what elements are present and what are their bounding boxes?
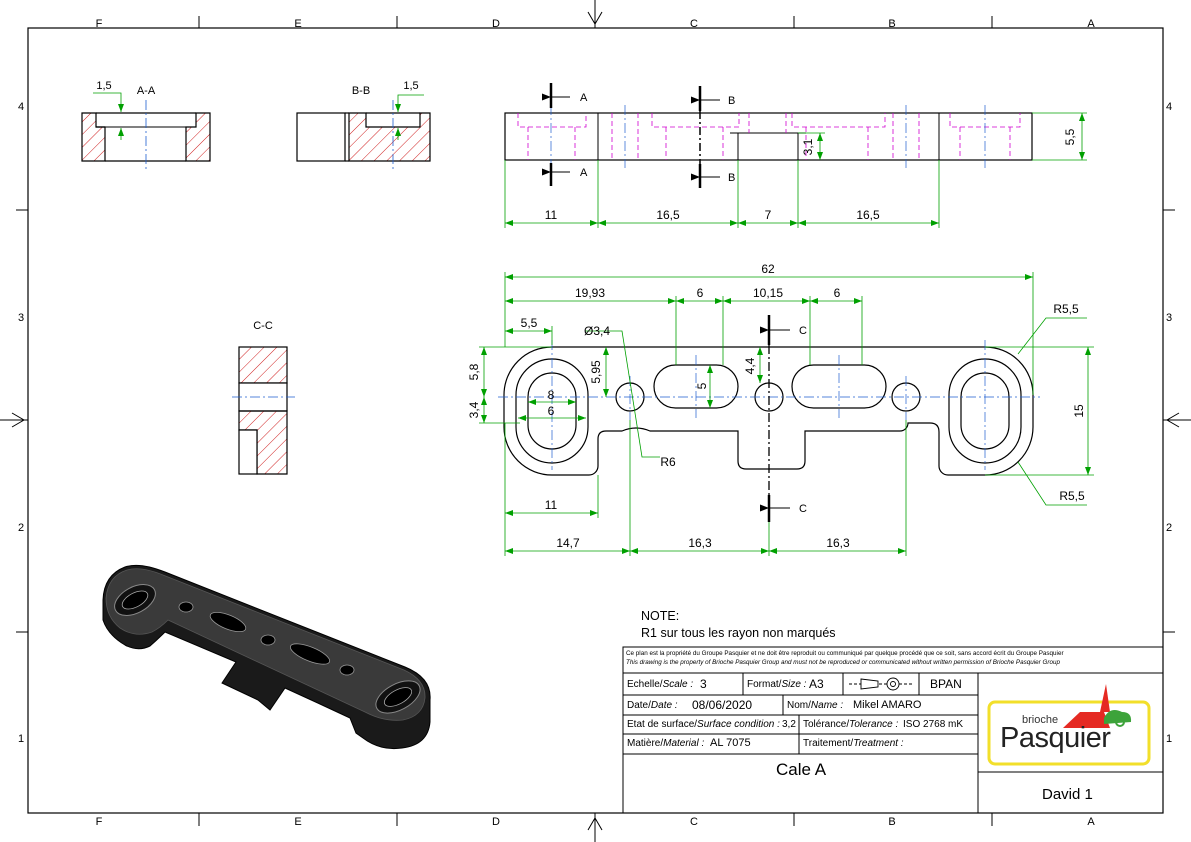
section-label-b-b: B-B	[352, 85, 370, 97]
logo-brioche-text: brioche	[1022, 714, 1059, 726]
col-label: D	[492, 18, 500, 30]
row-label: 4	[1166, 101, 1172, 113]
col-label: D	[492, 816, 500, 828]
dim-thickness: 5,5	[1063, 128, 1077, 145]
dim-r-bottom: R5,5	[1059, 489, 1085, 503]
dim-14-7: 14,7	[556, 536, 580, 550]
isometric-view	[102, 564, 431, 749]
section-view-c-c: C-C	[232, 320, 295, 475]
tolerance-value: ISO 2768 mK	[903, 719, 964, 730]
col-label: C	[690, 18, 698, 30]
material-label: Matière/Material :	[627, 738, 705, 749]
cut-label-b: B	[728, 172, 735, 184]
dim-6c: 6	[548, 404, 555, 418]
project-name: David 1	[1042, 786, 1093, 803]
cut-label-c: C	[799, 503, 807, 515]
drawing-code: BPAN	[930, 677, 962, 691]
note-title: NOTE:	[641, 609, 679, 623]
col-label: B	[888, 18, 895, 30]
dim-6a: 6	[697, 286, 704, 300]
scale-label: Echelle/Scale :	[627, 679, 694, 690]
logo-pasquier-text: Pasquier	[1000, 722, 1111, 754]
cut-label-a: A	[580, 92, 588, 104]
disclaimer-fr: Ce plan est la propriété du Groupe Pasqu…	[626, 650, 1064, 657]
dim-3-4: 3,4	[467, 401, 481, 418]
brioche-pasquier-logo	[987, 684, 1151, 766]
dim-5-95: 5,95	[589, 360, 603, 384]
aa-depth-dimension: 1,5	[96, 80, 111, 92]
row-label: 1	[1166, 733, 1172, 745]
note: NOTE: R1 sur tous les rayon non marqués	[641, 609, 836, 640]
dim-10-15: 10,15	[753, 286, 783, 300]
dim-pocket: 3,1	[801, 138, 815, 155]
section-label-c-c: C-C	[253, 320, 273, 332]
dim-15: 15	[1072, 404, 1086, 418]
date-label: Date/Date :	[627, 700, 678, 711]
row-label: 3	[18, 312, 24, 324]
bb-depth-dimension: 1,5	[403, 80, 418, 92]
cut-label-c: C	[799, 325, 807, 337]
title-block-frame	[622, 646, 1164, 814]
projection-symbol-icon	[849, 677, 914, 691]
cut-label-a: A	[580, 167, 588, 179]
name-label: Nom/Name :	[787, 700, 844, 711]
dim-5-5: 5,5	[521, 316, 538, 330]
surface-value: 3,2	[782, 719, 796, 730]
part-name: Cale A	[776, 760, 827, 779]
col-label: F	[96, 18, 103, 30]
dim-r-top: R5,5	[1053, 302, 1079, 316]
col-label: F	[96, 816, 103, 828]
disclaimer-en: This drawing is the property of Brioche …	[626, 659, 1061, 666]
name-value: Mikel AMARO	[853, 699, 922, 711]
section-view-b-b: B-B 1,5	[296, 80, 431, 170]
dim-16-3a: 16,3	[688, 536, 712, 550]
row-label: 2	[18, 522, 24, 534]
plan-view: C C	[467, 262, 1094, 556]
dim-top-x3: 7	[765, 208, 772, 222]
scale-value: 3	[700, 677, 707, 691]
col-label: A	[1087, 816, 1095, 828]
dim-r6: R6	[660, 455, 676, 469]
dim-16-3b: 16,3	[826, 536, 850, 550]
col-label: E	[294, 816, 301, 828]
cut-label-b: B	[728, 95, 735, 107]
col-label: B	[888, 816, 895, 828]
treatment-label: Traitement/Treatment :	[803, 738, 904, 749]
dim-overall-length: 62	[761, 262, 775, 276]
format-label: Format/Size :	[747, 679, 807, 690]
dim-hole-dia: Ø3,4	[584, 324, 610, 338]
dim-top-x2: 16,5	[656, 208, 680, 222]
col-label: E	[294, 18, 301, 30]
dim-6b: 6	[834, 286, 841, 300]
row-label: 3	[1166, 312, 1172, 324]
section-label-a-a: A-A	[137, 85, 156, 97]
tolerance-label: Tolérance/Tolerance :	[803, 719, 899, 730]
date-value: 08/06/2020	[692, 698, 753, 712]
dim-top-x4: 16,5	[856, 208, 880, 222]
dim-4-4: 4,4	[743, 357, 757, 374]
dim-19-93: 19,93	[575, 286, 605, 300]
dim-11: 11	[545, 498, 558, 512]
row-label: 4	[18, 101, 24, 113]
dim-top-x1: 11	[545, 208, 558, 222]
col-label: C	[690, 816, 698, 828]
dim-5: 5	[695, 382, 709, 389]
dim-8: 8	[548, 388, 555, 402]
zone-labels: F E D C B A F E D C B A 4 3 2 1 4 3 2 1	[18, 18, 1172, 828]
format-value: A3	[809, 677, 824, 691]
material-value: AL 7075	[710, 737, 751, 749]
surface-label: Etat de surface/Surface condition :	[627, 719, 780, 730]
section-view-a-a: 1,5 A-A	[81, 80, 211, 170]
row-label: 1	[18, 733, 24, 745]
side-view: A A B B 11 16,5 7 16,5 5,5 3,1	[504, 83, 1087, 228]
col-label: A	[1087, 18, 1095, 30]
dim-5-8: 5,8	[467, 363, 481, 380]
row-label: 2	[1166, 522, 1172, 534]
note-text: R1 sur tous les rayon non marqués	[641, 626, 836, 640]
